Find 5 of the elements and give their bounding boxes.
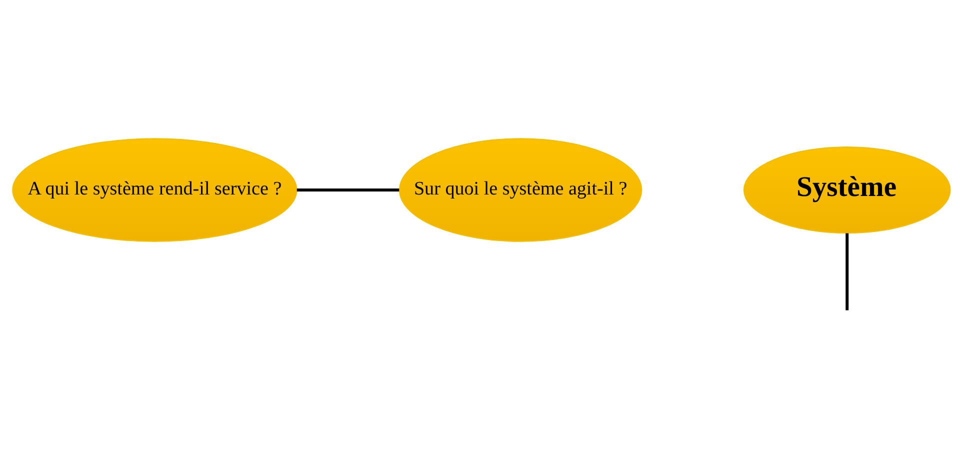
node-ellipse: Sur quoi le système agit-il ? [398, 138, 642, 242]
connector [846, 232, 849, 310]
connector [296, 188, 400, 191]
node-ellipse: Système [743, 146, 951, 233]
node-ellipse: A qui le système rend-il service ? [12, 138, 298, 242]
